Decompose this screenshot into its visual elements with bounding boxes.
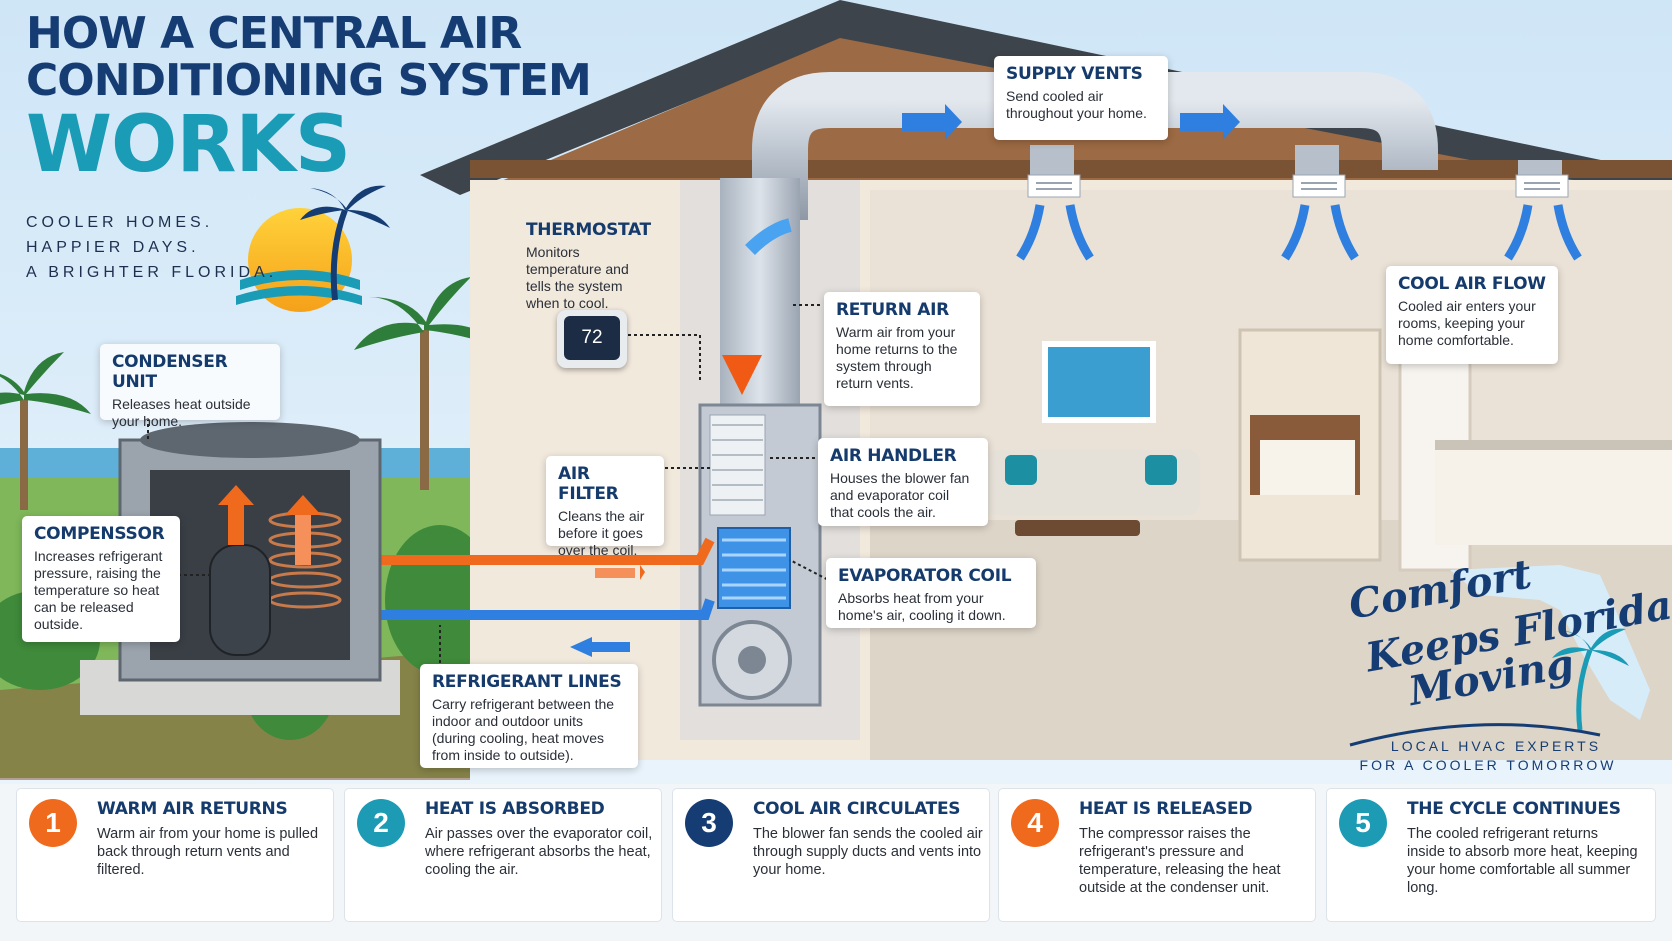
callout-title: COOL AIR FLOW: [1398, 274, 1546, 294]
callout-supply-vents: SUPPLY VENTS Send cooled air throughout …: [994, 56, 1168, 140]
callout-title: EVAPORATOR COIL: [838, 566, 1012, 586]
callout-refrigerant-lines: REFRIGERANT LINES Carry refrigerant betw…: [420, 664, 638, 768]
tagline-line: HAPPIER DAYS.: [26, 239, 200, 256]
step-title: WARM AIR RETURNS: [97, 799, 288, 819]
callout-text: Cleans the air before it goes over the c…: [558, 508, 645, 558]
step-title: HEAT IS ABSORBED: [425, 799, 605, 819]
title-line-3: WORKS: [26, 100, 351, 190]
thermostat-device: 72: [557, 310, 627, 368]
callout-text: Warm air from your home returns to the s…: [836, 324, 958, 391]
brand-subline-1: LOCAL HVAC EXPERTS: [1390, 738, 1602, 754]
step-number-badge: 3: [685, 799, 733, 847]
step-card: 2 HEAT IS ABSORBED Air passes over the e…: [344, 788, 662, 922]
title-line-2: CONDITIONING SYSTEM: [26, 55, 592, 106]
callout-title: AIR FILTER: [558, 464, 619, 504]
step-card: 3 COOL AIR CIRCULATES The blower fan sen…: [672, 788, 990, 922]
callout-title: CONDENSER UNIT: [112, 352, 228, 392]
step-title: HEAT IS RELEASED: [1079, 799, 1253, 819]
callout-title: AIR HANDLER: [830, 446, 957, 466]
steps-bar: 1 WARM AIR RETURNS Warm air from your ho…: [0, 784, 1672, 941]
step-number-badge: 5: [1339, 799, 1387, 847]
step-text: The cooled refrigerant returns inside to…: [1407, 826, 1638, 896]
thermostat-display: 72: [564, 316, 620, 360]
callout-air-filter: AIR FILTER Cleans the air before it goes…: [546, 456, 664, 558]
step-card: 1 WARM AIR RETURNS Warm air from your ho…: [16, 788, 334, 922]
callout-condenser-unit: CONDENSER UNIT Releases heat outside you…: [100, 344, 280, 429]
step-text: The compressor raises the refrigerant's …: [1079, 826, 1281, 896]
step-number-badge: 1: [29, 799, 77, 847]
step-card: 4 HEAT IS RELEASED The compressor raises…: [998, 788, 1316, 922]
callout-text: Increases refrigerant pressure, raising …: [34, 548, 163, 632]
callout-air-handler: AIR HANDLER Houses the blower fan and ev…: [818, 438, 988, 526]
step-text: The blower fan sends the cooled air thro…: [753, 826, 983, 878]
callout-thermostat: THERMOSTAT Monitors temperature and tell…: [514, 212, 664, 311]
callout-text: Releases heat outside your home.: [112, 396, 251, 429]
callout-title: COMPENSSOR: [34, 524, 165, 544]
callout-title: THERMOSTAT: [526, 220, 651, 240]
callout-return-air: RETURN AIR Warm air from your home retur…: [824, 292, 980, 406]
tagline-line: COOLER HOMES.: [26, 214, 214, 231]
title-line-1: HOW A CENTRAL AIR: [26, 8, 522, 59]
callout-title: REFRIGERANT LINES: [432, 672, 622, 692]
page-title: HOW A CENTRAL AIR CONDITIONING SYSTEM WO…: [26, 8, 592, 190]
callout-text: Send cooled air throughout your home.: [1006, 88, 1147, 121]
brand-lockup: Comfort Keeps Florida Moving LOCAL HVAC …: [1338, 550, 1672, 773]
tagline-line: A BRIGHTER FLORIDA.: [26, 264, 278, 281]
step-number-badge: 4: [1011, 799, 1059, 847]
step-text: Air passes over the evaporator coil, whe…: [425, 826, 653, 878]
brand-subline-2: FOR A COOLER TOMORROW: [1359, 757, 1617, 773]
step-title: COOL AIR CIRCULATES: [753, 799, 961, 819]
callout-text: Carry refrigerant between the indoor and…: [432, 696, 615, 763]
callout-title: RETURN AIR: [836, 300, 949, 320]
callout-text: Houses the blower fan and evaporator coi…: [830, 470, 970, 520]
callout-text: Cooled air enters your rooms, keeping yo…: [1398, 298, 1536, 348]
step-number-badge: 2: [357, 799, 405, 847]
step-text: Warm air from your home is pulled back t…: [97, 826, 319, 878]
callout-cool-air-flow: COOL AIR FLOW Cooled air enters your roo…: [1386, 266, 1558, 364]
callout-compensor: COMPENSSOR Increases refrigerant pressur…: [22, 516, 180, 642]
callout-title: SUPPLY VENTS: [1006, 64, 1143, 84]
callout-text: Monitors temperature and tells the syste…: [526, 244, 629, 311]
tagline: COOLER HOMES. HAPPIER DAYS. A BRIGHTER F…: [26, 210, 277, 285]
step-title: THE CYCLE CONTINUES: [1407, 799, 1621, 819]
callout-text: Absorbs heat from your home's air, cooli…: [838, 590, 1006, 623]
callout-evaporator-coil: EVAPORATOR COIL Absorbs heat from your h…: [826, 558, 1036, 628]
step-card: 5 THE CYCLE CONTINUES The cooled refrige…: [1326, 788, 1656, 922]
